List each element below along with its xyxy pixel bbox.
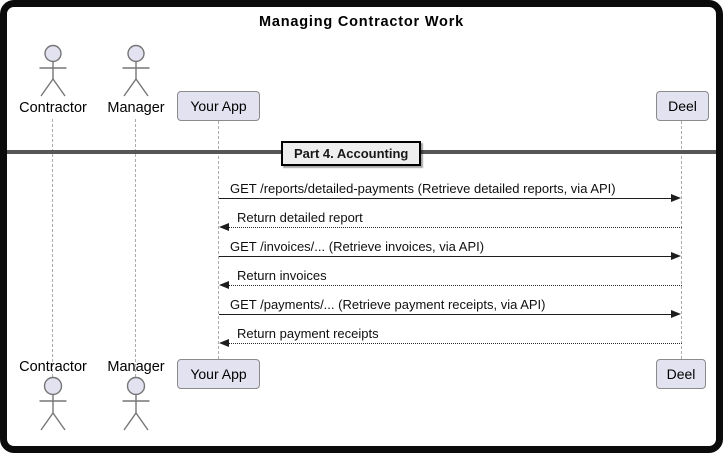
actor-label-manager-bottom: Manager [107,359,165,375]
participant-your-app-bottom: Your App [177,359,260,389]
message-label: Return invoices [237,268,327,283]
message-label: GET /invoices/... (Retrieve invoices, vi… [230,239,485,254]
divider-label: Part 4. Accounting [281,141,422,166]
message-arrow-dotted [228,285,682,286]
message-arrow-dotted [228,227,682,228]
arrowhead-right-icon [671,194,681,202]
message-arrow-dotted [228,343,682,344]
arrowhead-left-icon [219,339,229,347]
arrowhead-right-icon [671,310,681,318]
participant-your-app-top: Your App [177,91,260,121]
participant-deel-bottom: Deel [656,359,706,389]
lifeline-deel [681,121,682,359]
actor-icon-contractor-top [39,44,67,97]
participant-deel-top: Deel [656,91,709,121]
arrowhead-left-icon [219,223,229,231]
message-label: GET /payments/... (Retrieve payment rece… [230,297,546,312]
lifeline-contractor [52,119,53,377]
message-arrow-solid [219,256,672,257]
arrowhead-right-icon [671,252,681,260]
message-label: GET /reports/detailed-payments (Retrieve… [230,181,616,196]
lifeline-manager [135,119,136,377]
actor-label-contractor-bottom: Contractor [19,359,87,375]
message-label: Return payment receipts [237,326,379,341]
actor-icon-manager-bottom [122,376,150,431]
message-arrow-solid [219,314,672,315]
message-label: Return detailed report [237,210,363,225]
actor-label-manager-top: Manager [107,100,165,116]
message-arrow-solid [219,198,672,199]
actor-icon-contractor-bottom [39,376,67,431]
lifeline-your-app [217,121,219,359]
actor-label-contractor-top: Contractor [19,100,87,116]
actor-icon-manager-top [122,44,150,97]
diagram-title: Managing Contractor Work [258,14,465,30]
arrowhead-left-icon [219,281,229,289]
